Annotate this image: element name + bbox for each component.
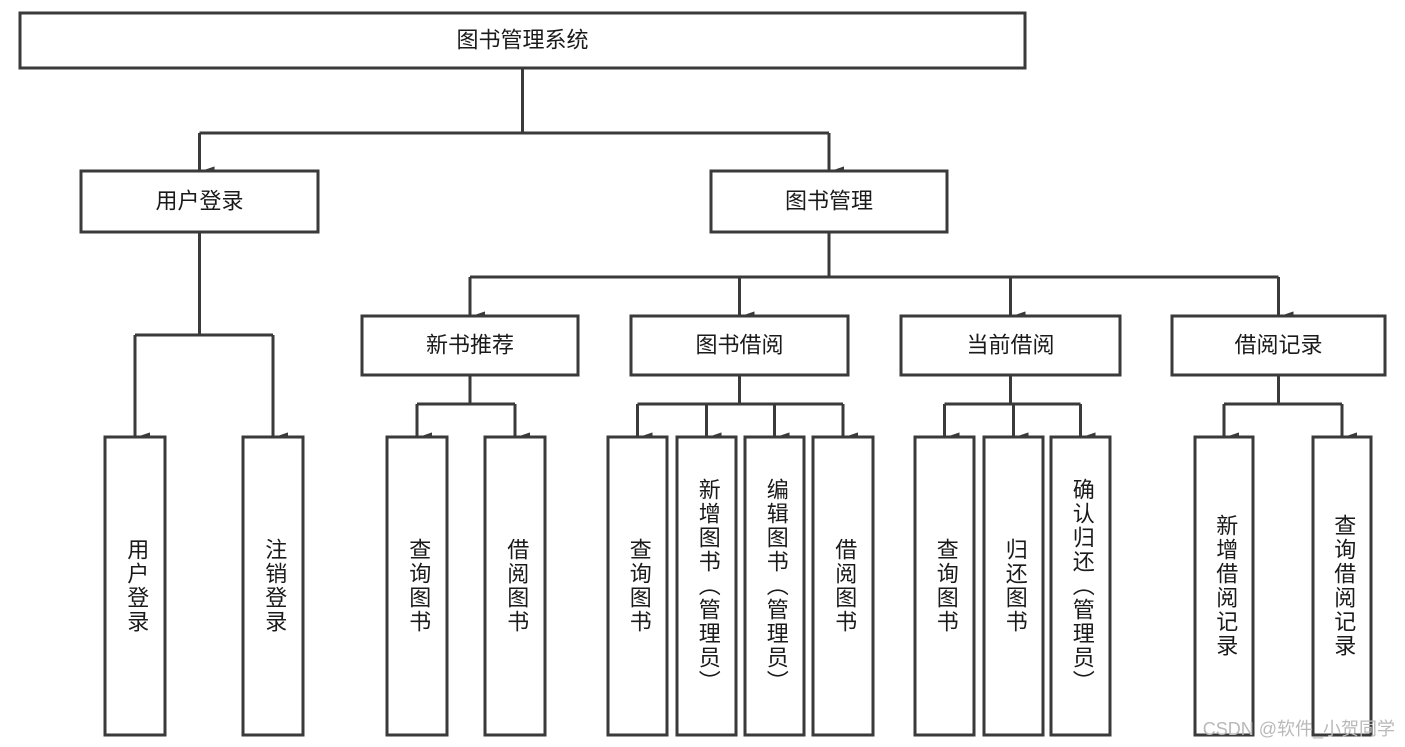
edge-group-login: [118, 232, 288, 454]
node-l-borrow2[interactable]: 借阅图书: [811, 435, 875, 737]
node-box[interactable]: [982, 435, 1045, 737]
node-l-add[interactable]: 新增图书（管理员）: [675, 435, 738, 737]
node-label: 图书管理系统: [456, 27, 588, 52]
node-l-login[interactable]: 用户登录: [103, 435, 167, 737]
node-box[interactable]: [899, 314, 1122, 377]
node-box[interactable]: [675, 435, 738, 737]
edge-group-borrow: [621, 375, 858, 454]
node-box[interactable]: [79, 169, 320, 234]
edge-group-current: [928, 375, 1096, 454]
node-box[interactable]: [913, 435, 976, 737]
edge-group-newbook: [400, 375, 530, 454]
node-box[interactable]: [483, 435, 547, 737]
node-l-queryrec[interactable]: 查询借阅记录: [1311, 435, 1373, 737]
node-label: 当前借阅: [966, 332, 1054, 357]
edge-group-bookmgmt: [453, 232, 1294, 333]
node-box[interactable]: [811, 435, 875, 737]
node-box[interactable]: [241, 435, 305, 737]
node-label: 查询借阅记录: [1331, 514, 1356, 658]
node-records[interactable]: 借阅记录: [1170, 314, 1387, 377]
node-box[interactable]: [1311, 435, 1373, 737]
edges-layer: [118, 68, 1357, 454]
node-l-addrec[interactable]: 新增借阅记录: [1193, 435, 1255, 737]
node-l-borrow1[interactable]: 借阅图书: [483, 435, 547, 737]
node-label: 查询图书: [934, 538, 959, 634]
node-box[interactable]: [629, 314, 850, 377]
node-label: 用户登录: [124, 538, 149, 634]
node-newbook[interactable]: 新书推荐: [360, 314, 580, 377]
node-l-query1[interactable]: 查询图书: [385, 435, 449, 737]
node-box[interactable]: [360, 314, 580, 377]
node-label: 查询图书: [406, 538, 431, 634]
node-label: 借阅图书: [832, 538, 857, 634]
node-box[interactable]: [103, 435, 167, 737]
node-box[interactable]: [709, 169, 949, 234]
node-l-logout[interactable]: 注销登录: [241, 435, 305, 737]
node-label: 确认归还（管理员）: [1070, 478, 1095, 694]
node-label: 借阅图书: [504, 538, 529, 634]
node-box[interactable]: [606, 435, 669, 737]
node-label: 编辑图书（管理员）: [764, 478, 789, 694]
node-box[interactable]: [1170, 314, 1387, 377]
node-borrow[interactable]: 图书借阅: [629, 314, 850, 377]
node-label: 图书借阅: [695, 332, 783, 357]
node-bookmgmt[interactable]: 图书管理: [709, 169, 949, 234]
node-label: 归还图书: [1003, 538, 1028, 634]
node-label: 用户登录: [155, 188, 243, 213]
node-l-return[interactable]: 归还图书: [982, 435, 1045, 737]
node-l-confirm[interactable]: 确认归还（管理员）: [1049, 435, 1112, 737]
watermark-text: CSDN @软件_小贺同学: [1202, 719, 1395, 739]
node-label: 查询图书: [627, 538, 652, 634]
node-l-query2[interactable]: 查询图书: [606, 435, 669, 737]
node-box[interactable]: [1193, 435, 1255, 737]
node-label: 图书管理: [785, 188, 873, 213]
node-box[interactable]: [385, 435, 449, 737]
edge-group-records: [1207, 375, 1357, 454]
node-box[interactable]: [1049, 435, 1112, 737]
node-label: 借阅记录: [1234, 332, 1322, 357]
node-label: 新增借阅记录: [1213, 514, 1238, 658]
nodes-layer: 图书管理系统用户登录图书管理新书推荐图书借阅当前借阅借阅记录用户登录注销登录查询…: [18, 11, 1387, 737]
node-l-edit[interactable]: 编辑图书（管理员）: [743, 435, 806, 737]
node-box[interactable]: [18, 11, 1027, 70]
node-label: 注销登录: [262, 538, 287, 634]
node-login[interactable]: 用户登录: [79, 169, 320, 234]
edge-group-root: [183, 68, 844, 188]
node-label: 新书推荐: [426, 332, 514, 357]
node-label: 新增图书（管理员）: [696, 478, 721, 694]
node-root[interactable]: 图书管理系统: [18, 11, 1027, 70]
node-box[interactable]: [743, 435, 806, 737]
node-l-query3[interactable]: 查询图书: [913, 435, 976, 737]
node-current[interactable]: 当前借阅: [899, 314, 1122, 377]
